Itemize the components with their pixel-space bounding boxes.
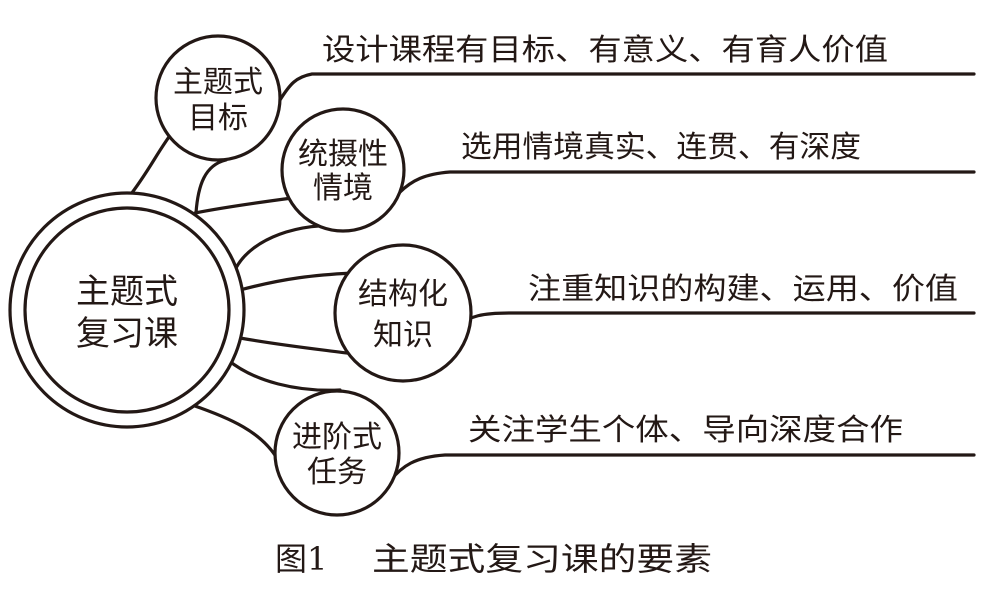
desc-context: 选用情境真实、连贯、有深度	[461, 130, 861, 165]
element-circle-knowledge	[333, 243, 473, 383]
element-label-knowledge-line2: 知识	[373, 318, 433, 353]
center-node: 主题式 复习课	[8, 191, 246, 429]
descriptions: 设计课程有目标、有意义、有育人价值 选用情境真实、连贯、有深度 注重知识的构建、…	[322, 33, 958, 448]
connector-knowledge-2	[238, 336, 356, 356]
connector-context-2	[234, 223, 347, 270]
caption-label: 图1	[275, 540, 327, 578]
center-label-line2: 复习课	[76, 314, 178, 354]
center-label-line1: 主题式	[76, 272, 178, 312]
element-node-knowledge: 结构化 知识	[333, 243, 473, 383]
connector-task-2	[190, 403, 280, 462]
element-label-knowledge-line1: 结构化	[358, 277, 448, 312]
element-label-goal-line1: 主题式	[173, 65, 263, 100]
element-label-task-line1: 进阶式	[292, 420, 382, 455]
desc-line-task	[388, 453, 976, 483]
caption-title: 主题式复习课的要素	[372, 540, 712, 578]
element-circle-context	[280, 107, 406, 233]
element-circle-goal	[154, 34, 282, 162]
element-label-context-line2: 情境	[313, 171, 373, 206]
connector-task-1	[226, 358, 342, 392]
element-node-context: 统摄性 情境	[280, 107, 406, 233]
element-node-goal: 主题式 目标	[154, 34, 282, 162]
connector-goal-2	[194, 158, 228, 215]
element-label-task-line2: 任务	[307, 455, 367, 490]
desc-line-context	[397, 170, 976, 195]
element-label-goal-line2: 目标	[188, 101, 248, 136]
element-node-task: 进阶式 任务	[273, 389, 401, 517]
connector-context-1	[193, 196, 294, 215]
figure-caption: 图1 主题式复习课的要素	[275, 540, 712, 578]
element-circle-task	[273, 389, 401, 517]
desc-task: 关注学生个体、导向深度合作	[468, 413, 903, 448]
center-inner-ring	[23, 206, 231, 414]
connector-knowledge-1	[238, 271, 354, 292]
desc-knowledge: 注重知识的构建、运用、价值	[528, 272, 958, 307]
connectors	[126, 124, 356, 462]
desc-line-knowledge	[456, 311, 976, 328]
element-label-context-line1: 统摄性	[298, 137, 388, 172]
desc-goal: 设计课程有目标、有意义、有育人价值	[322, 33, 888, 68]
desc-line-goal	[278, 72, 976, 102]
